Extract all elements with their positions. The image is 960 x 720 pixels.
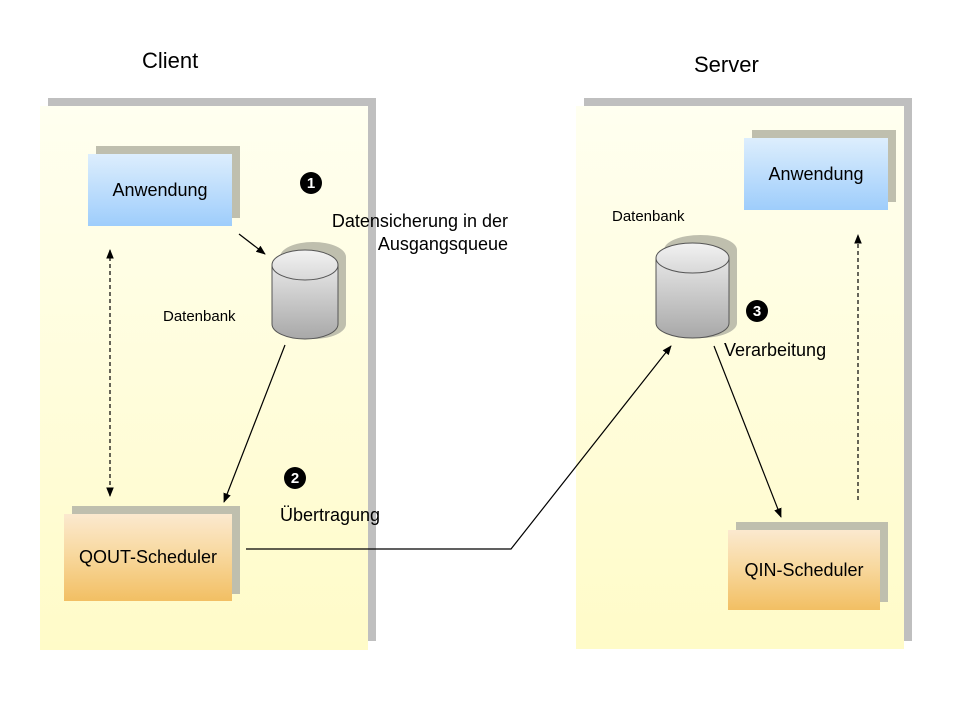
server-database-icon[interactable] [655, 235, 737, 339]
server-application-label: Anwendung [768, 163, 864, 184]
qin-scheduler-label: QIN-Scheduler [744, 559, 864, 580]
qout-scheduler-box[interactable]: QOUT-Scheduler [64, 514, 232, 601]
client-heading: Client [142, 48, 199, 73]
client-application-box[interactable]: Anwendung [88, 154, 232, 226]
server-database-top [655, 242, 730, 274]
step-3-text: Verarbeitung [724, 340, 827, 360]
server-heading: Server [694, 52, 759, 77]
server-application-box[interactable]: Anwendung [744, 138, 888, 210]
step-1-badge: 1 [300, 172, 322, 194]
qin-scheduler-box[interactable]: QIN-Scheduler [728, 530, 880, 610]
arrow-client-app-to-db [238, 233, 266, 255]
server-database-body [655, 258, 730, 339]
client-database-top [271, 249, 339, 281]
client-database-body [271, 265, 339, 340]
step-2-badge: 2 [284, 467, 306, 489]
step-3-badge: 3 [746, 300, 768, 322]
arrow-client-db-to-scheduler [223, 344, 286, 503]
qout-scheduler-label: QOUT-Scheduler [78, 547, 218, 567]
client-application-label: Anwendung [112, 179, 208, 200]
step-1-text-line2: Ausgangsqueue [377, 234, 508, 254]
step-1-text-line1: Datensicherung in der [331, 211, 508, 231]
arrow-transfer-to-server-db [246, 345, 672, 550]
step-2-text: Übertragung [280, 505, 381, 525]
arrow-server-db-to-scheduler [713, 345, 782, 518]
client-database-label: Datenbank [163, 308, 236, 325]
client-database-icon[interactable] [271, 242, 346, 340]
step-1-text: Datensicherung in der Ausgangsqueue [300, 210, 508, 256]
server-database-label: Datenbank [612, 208, 685, 225]
